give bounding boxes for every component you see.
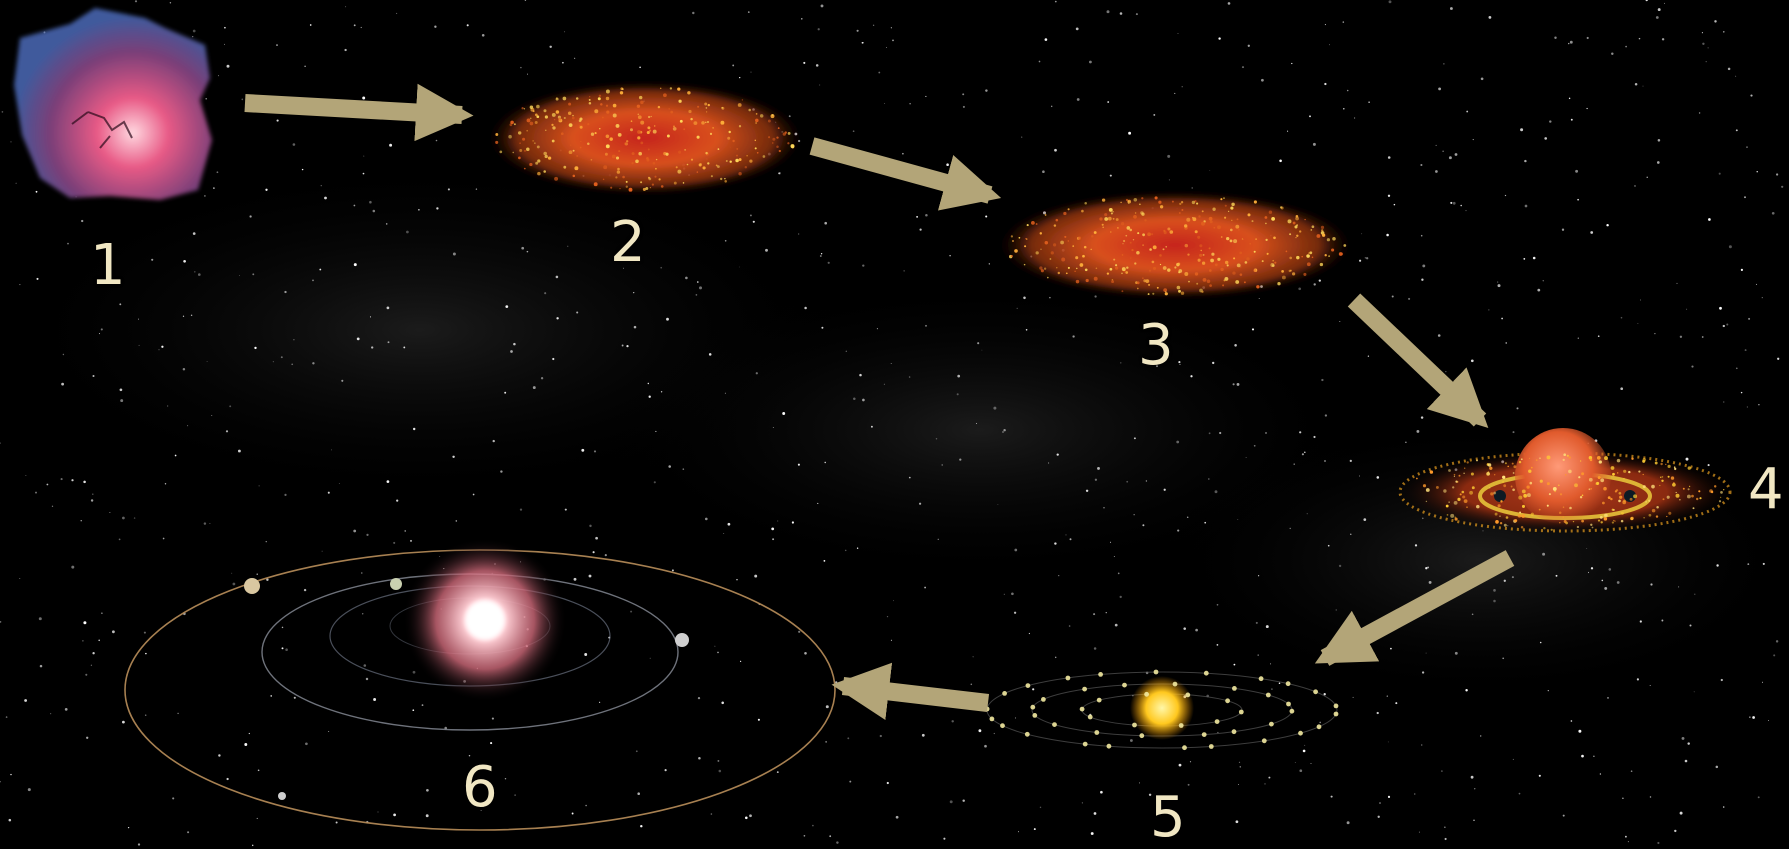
arrow-2-to-3: [809, 137, 1002, 211]
stage-label-3: 3: [1138, 313, 1174, 378]
milky-way-dust: [0, 160, 1789, 700]
protostar-stage-4: [1395, 428, 1735, 534]
nebula-stage-1: [14, 8, 212, 200]
planetesimals-stage-5: [984, 669, 1339, 751]
disk-stage-3: [995, 190, 1355, 300]
disk-stage-2: [485, 80, 805, 196]
solar-system-stage-6: [124, 538, 836, 831]
stage-label-5: 5: [1150, 785, 1186, 849]
stage-label-1: 1: [90, 233, 126, 298]
stage-label-2: 2: [610, 210, 646, 275]
stage-label-6: 6: [462, 755, 498, 820]
process-arrows: [244, 83, 1515, 720]
arrow-1-to-2: [244, 83, 474, 142]
stage-label-4: 4: [1748, 457, 1784, 522]
arrow-5-to-6: [831, 662, 990, 720]
arrow-3-to-4: [1347, 293, 1489, 428]
arrow-4-to-5: [1314, 550, 1515, 666]
